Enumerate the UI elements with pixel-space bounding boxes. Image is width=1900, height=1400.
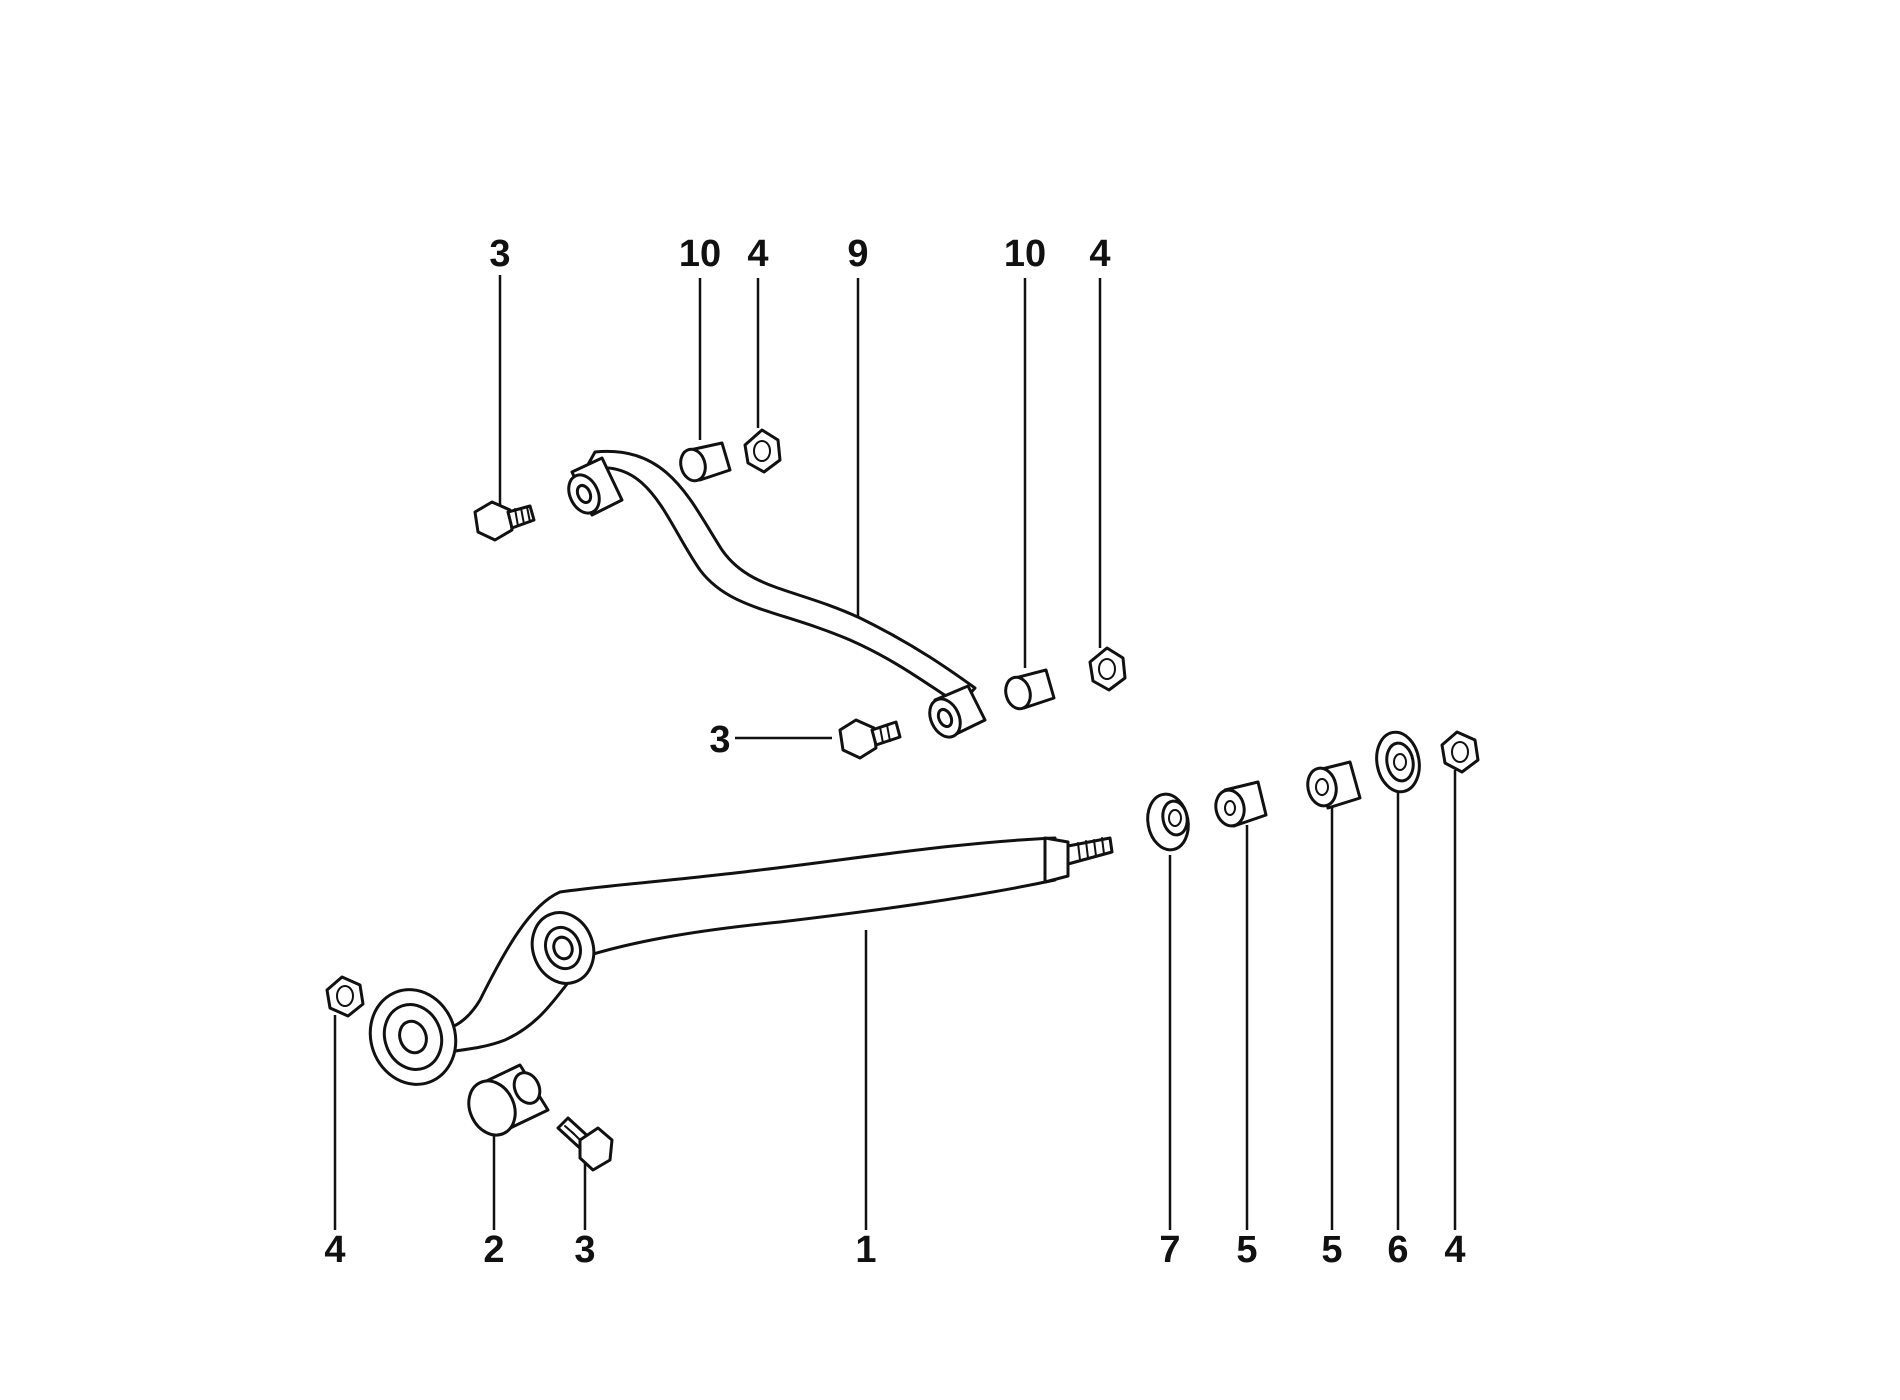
bushing-5-a xyxy=(1214,780,1268,828)
callout-5-a: 5 xyxy=(1236,1229,1258,1271)
bolt-3-mid xyxy=(838,718,902,760)
washer-6 xyxy=(1375,730,1421,794)
callout-10-left: 10 xyxy=(678,233,722,275)
callout-1: 1 xyxy=(855,1229,877,1271)
nut-4-top-left xyxy=(743,428,782,474)
nut-4-bottom-left xyxy=(325,975,365,1018)
callout-4-bottom-right: 4 xyxy=(1444,1229,1466,1271)
callout-3-mid: 3 xyxy=(709,719,731,761)
bushing-5-b xyxy=(1306,760,1362,810)
callout-5-b: 5 xyxy=(1321,1229,1343,1271)
callout-3-top: 3 xyxy=(489,233,511,275)
callout-4-bottom-left: 4 xyxy=(324,1229,346,1271)
nut-4-bottom-right xyxy=(1440,730,1480,774)
callout-7: 7 xyxy=(1159,1229,1181,1271)
bushing-10-right xyxy=(1004,668,1056,711)
callout-9: 9 xyxy=(847,233,869,275)
bolt-3-bottom xyxy=(556,1116,614,1172)
callout-4-top-right: 4 xyxy=(1089,233,1111,275)
bolt-3-top xyxy=(473,500,536,542)
lower-control-arm xyxy=(368,836,1114,1086)
callout-4-top-left: 4 xyxy=(747,233,769,275)
bushing-10-left xyxy=(679,441,732,483)
bushing-2 xyxy=(467,1063,550,1137)
callout-3-bottom: 3 xyxy=(574,1229,596,1271)
callout-2: 2 xyxy=(483,1229,505,1271)
washer-7 xyxy=(1146,792,1190,852)
callout-10-right: 10 xyxy=(1003,233,1047,275)
leader-lines xyxy=(333,275,1457,1230)
upper-link-rod xyxy=(567,449,987,739)
nut-4-top-right xyxy=(1088,646,1127,692)
callout-6: 6 xyxy=(1387,1229,1409,1271)
